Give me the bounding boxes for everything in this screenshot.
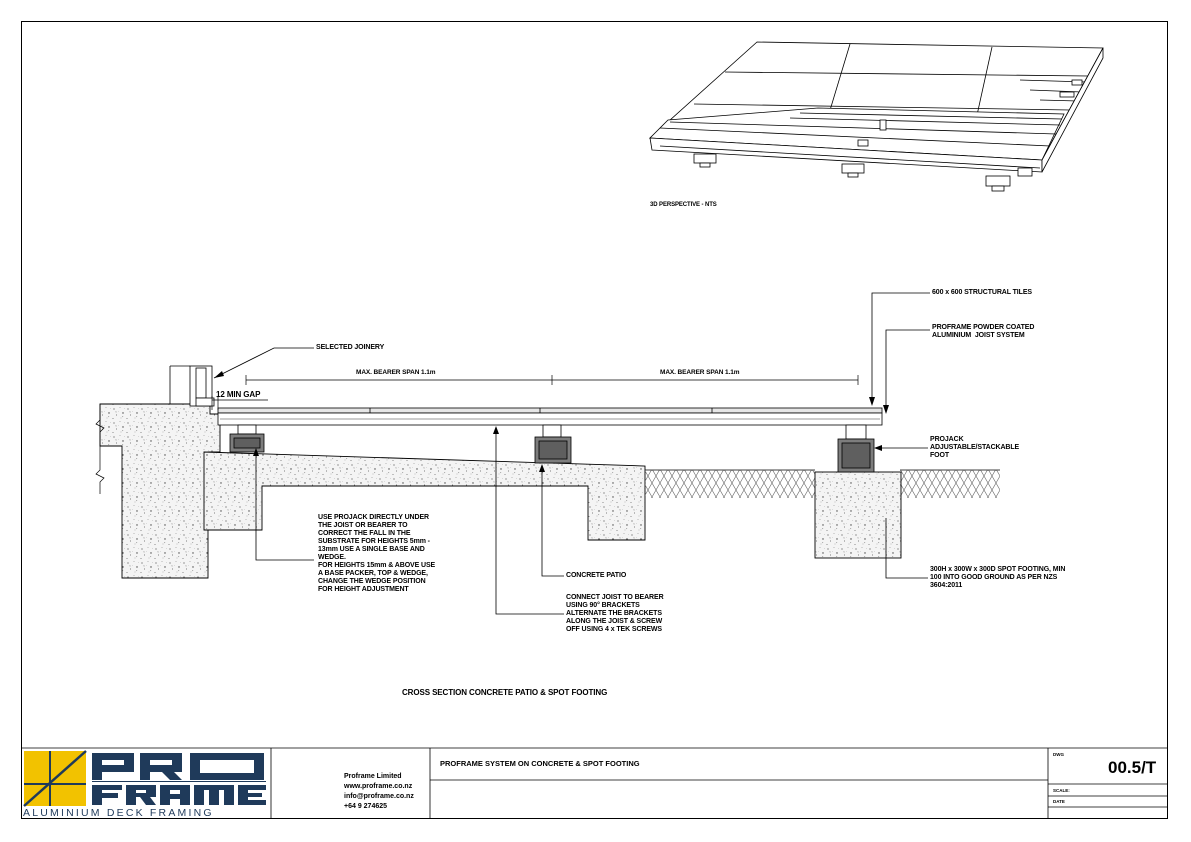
leader-lines bbox=[213, 292, 930, 615]
label-selected-joinery: SELECTED JOINERY bbox=[316, 344, 385, 351]
projack-foot-right bbox=[837, 424, 875, 473]
arrowheads bbox=[214, 371, 889, 472]
projack-foot-left bbox=[229, 424, 265, 453]
perspective-caption: 3D PERSPECTIVE - NTS bbox=[650, 202, 717, 208]
company-info: Proframe Limited www.proframe.co.nz info… bbox=[344, 773, 414, 810]
cross-section bbox=[95, 292, 1000, 615]
span-dimension bbox=[245, 375, 859, 385]
label-spot-footing: 300H x 300W x 300D SPOT FOOTING, MIN 100… bbox=[930, 566, 1066, 589]
label-joist-system: PROFRAME POWDER COATED ALUMINIUM JOIST S… bbox=[932, 324, 1035, 339]
label-projack-foot: PROJACK ADJUSTABLE/STACKABLE FOOT bbox=[930, 436, 1020, 459]
perspective-view bbox=[649, 41, 1104, 192]
spot-footing bbox=[814, 471, 902, 559]
label-concrete-patio: CONCRETE PATIO bbox=[566, 572, 627, 579]
span-left-label: MAX. BEARER SPAN 1.1m bbox=[356, 369, 436, 376]
section-title: CROSS SECTION CONCRETE PATIO & SPOT FOOT… bbox=[402, 688, 608, 697]
sheet-border bbox=[21, 21, 1168, 819]
proframe-logo bbox=[23, 750, 266, 807]
drawing-number: 00.5/T bbox=[1108, 758, 1157, 777]
drawing-title: PROFRAME SYSTEM ON CONCRETE & SPOT FOOTI… bbox=[440, 759, 640, 768]
logo-tagline: ALUMINIUM DECK FRAMING bbox=[23, 807, 214, 819]
logo-frame-letters bbox=[92, 785, 266, 805]
joist-beam bbox=[217, 407, 883, 426]
label-projack-note: USE PROJACK DIRECTLY UNDER THE JOIST OR … bbox=[318, 514, 436, 593]
label-structural-tiles: 600 x 600 STRUCTURAL TILES bbox=[932, 289, 1032, 296]
building-slab bbox=[99, 403, 221, 579]
span-right-label: MAX. BEARER SPAN 1.1m bbox=[660, 369, 740, 376]
logo-pro-letters bbox=[92, 753, 264, 780]
label-connect-joist: CONNECT JOIST TO BEARER USING 90° BRACKE… bbox=[566, 594, 664, 633]
title-block bbox=[21, 747, 1168, 818]
ground-right bbox=[900, 470, 1000, 498]
field-date: DATE bbox=[1053, 799, 1065, 804]
projack-foot-middle bbox=[534, 424, 572, 464]
field-scale: SCALE: bbox=[1053, 788, 1070, 793]
gap-label: 12 MIN GAP bbox=[216, 390, 261, 399]
joinery-frame bbox=[169, 365, 215, 407]
field-dwg: DWG bbox=[1053, 752, 1064, 757]
gap-marker bbox=[211, 396, 268, 410]
ground-left bbox=[645, 470, 815, 498]
